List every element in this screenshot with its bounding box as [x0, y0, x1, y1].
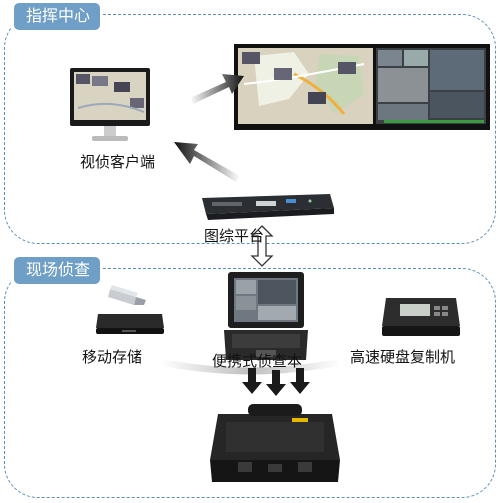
command-center-tag: 指挥中心 [14, 3, 101, 30]
rack-server-icon [198, 192, 336, 226]
down-arrows [242, 368, 310, 396]
mobile-storage-label: 移动存储 [82, 348, 143, 366]
storage-box-icon [94, 310, 166, 340]
usb-drive-icon [108, 283, 148, 311]
duplicator-icon [380, 296, 462, 344]
image-platform-label: 图综平台 [204, 227, 265, 245]
arrow-to-video-wall [190, 74, 244, 104]
command-center-region [4, 14, 496, 244]
field-investigation-tag: 现场侦查 [14, 257, 101, 284]
field-investigation-region [4, 268, 496, 498]
arrow-to-client [174, 142, 240, 182]
monitor-icon [70, 68, 150, 148]
video-wall-icon [234, 44, 490, 134]
laptop-icon [222, 272, 310, 366]
double-arrow [250, 225, 274, 267]
hdd-duplicator-label: 高速硬盘复制机 [350, 348, 456, 366]
carrying-case-icon [208, 400, 342, 490]
portable-notebook-label: 便携式侦查本 [212, 352, 303, 370]
video-client-label: 视侦客户端 [80, 153, 156, 171]
